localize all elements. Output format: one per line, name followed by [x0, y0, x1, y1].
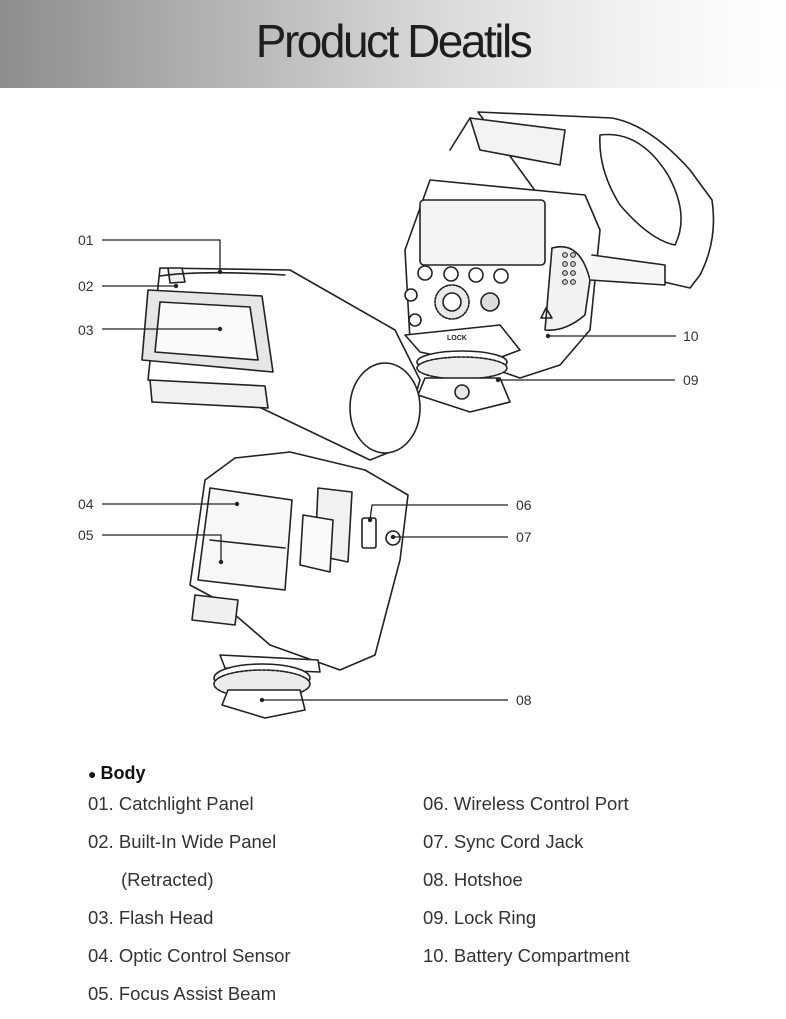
header-banner: Product Deatils	[0, 0, 786, 88]
rear-button-7	[480, 292, 500, 312]
front-label-strip	[149, 379, 269, 409]
page-title: Product Deatils	[255, 15, 533, 67]
callout-06: 06	[516, 497, 532, 513]
rear-head-top	[469, 117, 566, 166]
flash-rear-view	[404, 111, 715, 413]
side-label-plate	[191, 594, 239, 626]
callout-07: 07	[516, 529, 532, 545]
rear-foot-pin	[454, 384, 470, 400]
bullet-icon: ●	[88, 766, 97, 782]
part-item: 10. Battery Compartment	[423, 945, 630, 966]
rear-button-4	[493, 268, 509, 284]
catchlight-panel	[167, 267, 186, 284]
part-item: 03. Flash Head	[88, 907, 214, 928]
part-item: 01. Catchlight Panel	[88, 793, 254, 814]
rear-button-5	[404, 288, 418, 302]
side-hotshoe-foot	[221, 689, 306, 719]
wide-panel-edge	[159, 271, 286, 277]
part-item: 05. Focus Assist Beam	[88, 983, 277, 1004]
product-diagram: LOCK	[0, 88, 786, 748]
part-item: 07. Sync Cord Jack	[423, 831, 584, 852]
rear-head-lens	[599, 133, 682, 246]
part-item: (Retracted)	[121, 869, 214, 890]
lcd-screen	[419, 199, 546, 266]
front-head-swivel	[349, 362, 421, 454]
set-button	[442, 292, 462, 312]
part-item: 04. Optic Control Sensor	[88, 945, 291, 966]
front-fresnel	[154, 301, 259, 361]
callout-line-06	[369, 504, 508, 521]
callout-08: 08	[516, 692, 532, 708]
flash-body-side-view	[189, 451, 409, 719]
callout-10: 10	[683, 328, 699, 344]
battery-arrow-icon	[540, 307, 553, 319]
callout-02: 02	[78, 278, 94, 294]
callout-05: 05	[78, 527, 94, 543]
rear-button-1	[417, 265, 433, 281]
rear-button-2	[443, 266, 459, 282]
section-title: ●Body	[88, 763, 145, 784]
callout-04: 04	[78, 496, 94, 512]
callout-01: 01	[78, 232, 94, 248]
callout-03: 03	[78, 322, 94, 338]
callout-line-05	[102, 534, 222, 562]
wireless-control-port	[361, 517, 377, 549]
callout-line-01	[102, 239, 221, 272]
parts-list-right: 06. Wireless Control Port 07. Sync Cord …	[423, 791, 630, 981]
section-title-text: Body	[100, 763, 146, 783]
callout-09: 09	[683, 372, 699, 388]
parts-list-left: 01. Catchlight Panel 02. Built-In Wide P…	[88, 791, 291, 1019]
part-item: 02. Built-In Wide Panel	[88, 831, 277, 852]
lock-text: LOCK	[447, 335, 467, 342]
battery-compartment	[544, 245, 591, 332]
rear-lock-ring-knurl	[416, 356, 508, 380]
part-item: 06. Wireless Control Port	[423, 793, 629, 814]
rear-button-3	[468, 267, 484, 283]
part-item: 08. Hotshoe	[423, 869, 523, 890]
flash-line-drawing: LOCK	[102, 111, 715, 719]
flash-head-front-view	[141, 267, 421, 461]
rear-button-6	[408, 313, 422, 327]
optic-sensor-panel	[197, 487, 293, 591]
part-item: 09. Lock Ring	[423, 907, 537, 928]
rear-label-plate	[589, 254, 666, 286]
